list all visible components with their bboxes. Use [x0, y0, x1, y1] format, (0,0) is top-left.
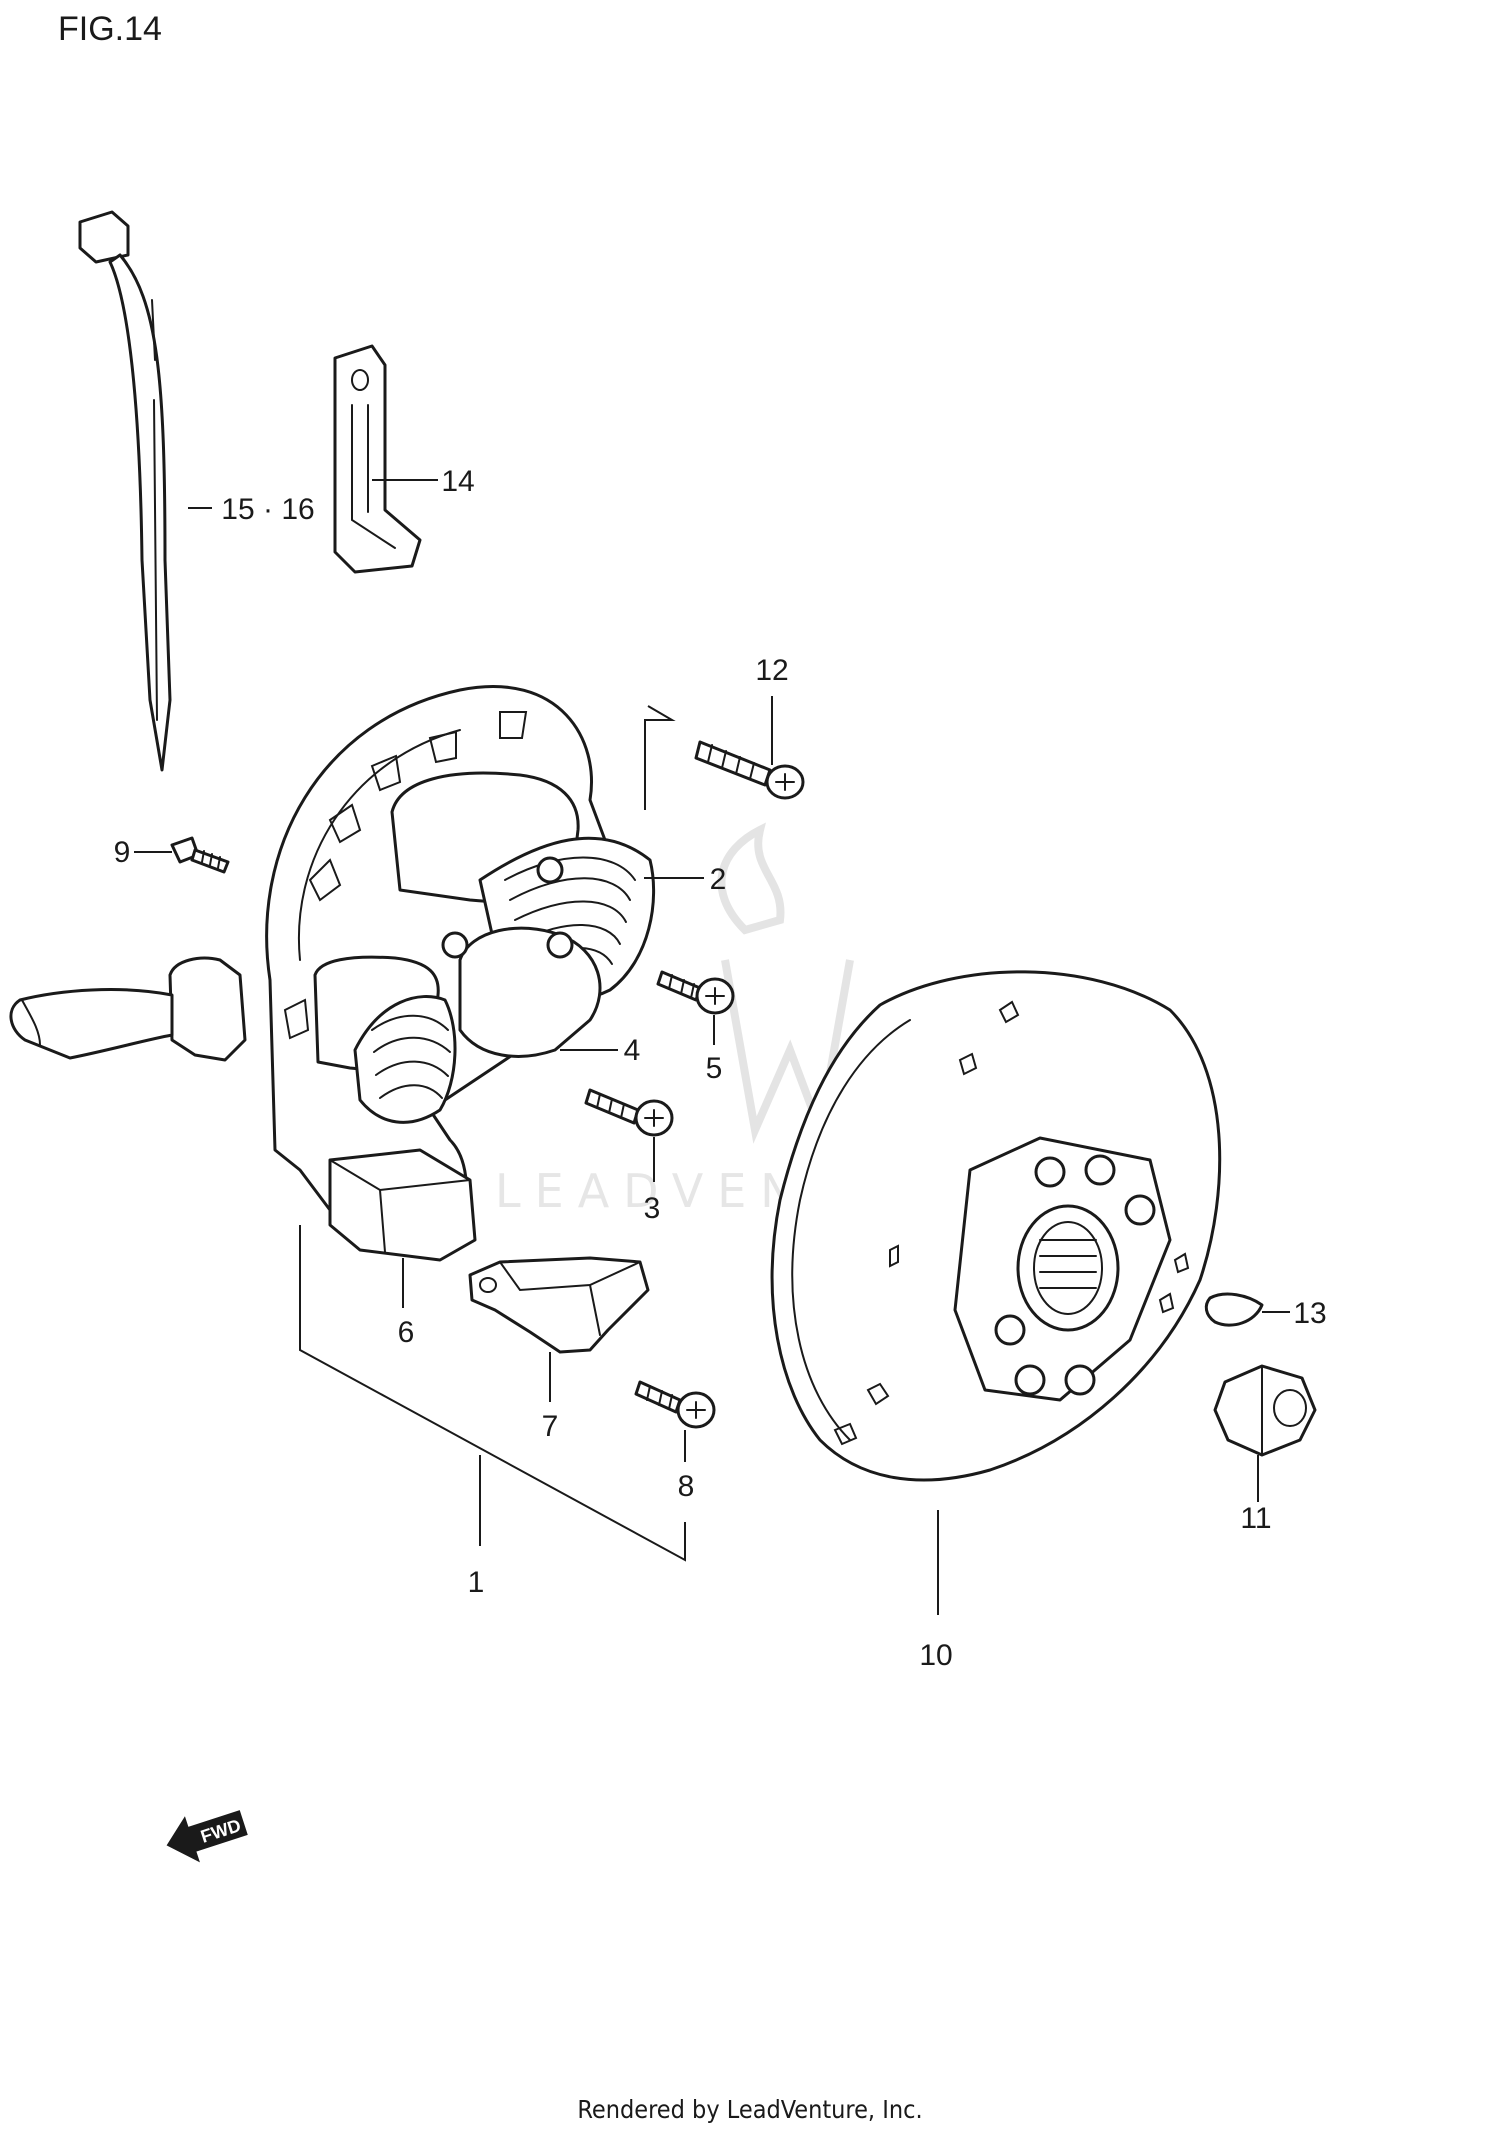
leader-12-bracket: [644, 705, 676, 810]
callout-12: 12: [755, 654, 788, 687]
callout-13: 13: [1293, 1297, 1326, 1330]
part-screw-5: [656, 970, 735, 1015]
part-flywheel-rotor: [770, 970, 1222, 1482]
forward-direction-arrow: FWD: [166, 1810, 248, 1863]
callout-labels: 1 2 3 4 5 6 7 8 9 10 11 12 13 14 15 · 16: [114, 465, 1327, 1672]
leader-1-bracket: [299, 1225, 686, 1562]
callout-4: 4: [624, 1034, 641, 1067]
callout-7: 7: [542, 1410, 559, 1443]
part-screw-8: [634, 1380, 716, 1429]
callout-14: 14: [441, 465, 474, 498]
part-screw-9: [170, 836, 230, 874]
figure-title: FIG.14: [58, 10, 162, 48]
part-stator-assembly: [9, 685, 656, 1262]
part-screw-12: [694, 740, 805, 800]
callout-15-16: 15 · 16: [221, 493, 314, 526]
leader-lines: [134, 479, 1290, 1615]
part-screw-3: [584, 1088, 674, 1137]
callout-1: 1: [468, 1566, 485, 1599]
callout-8: 8: [678, 1470, 695, 1503]
callout-11: 11: [1240, 1502, 1271, 1535]
callout-3: 3: [644, 1192, 661, 1225]
part-nut-11: [1213, 1364, 1317, 1457]
part-cable-tie: [78, 210, 172, 772]
footer-credit: Rendered by LeadVenture, Inc.: [577, 2095, 922, 2124]
part-key-13: [1204, 1292, 1264, 1327]
part-bracket-7: [468, 1256, 650, 1354]
callout-6: 6: [398, 1316, 415, 1349]
callout-10: 10: [919, 1639, 952, 1672]
callout-5: 5: [706, 1052, 723, 1085]
part-clamp: [333, 344, 422, 574]
callout-2: 2: [710, 863, 727, 896]
callout-9: 9: [114, 836, 131, 869]
